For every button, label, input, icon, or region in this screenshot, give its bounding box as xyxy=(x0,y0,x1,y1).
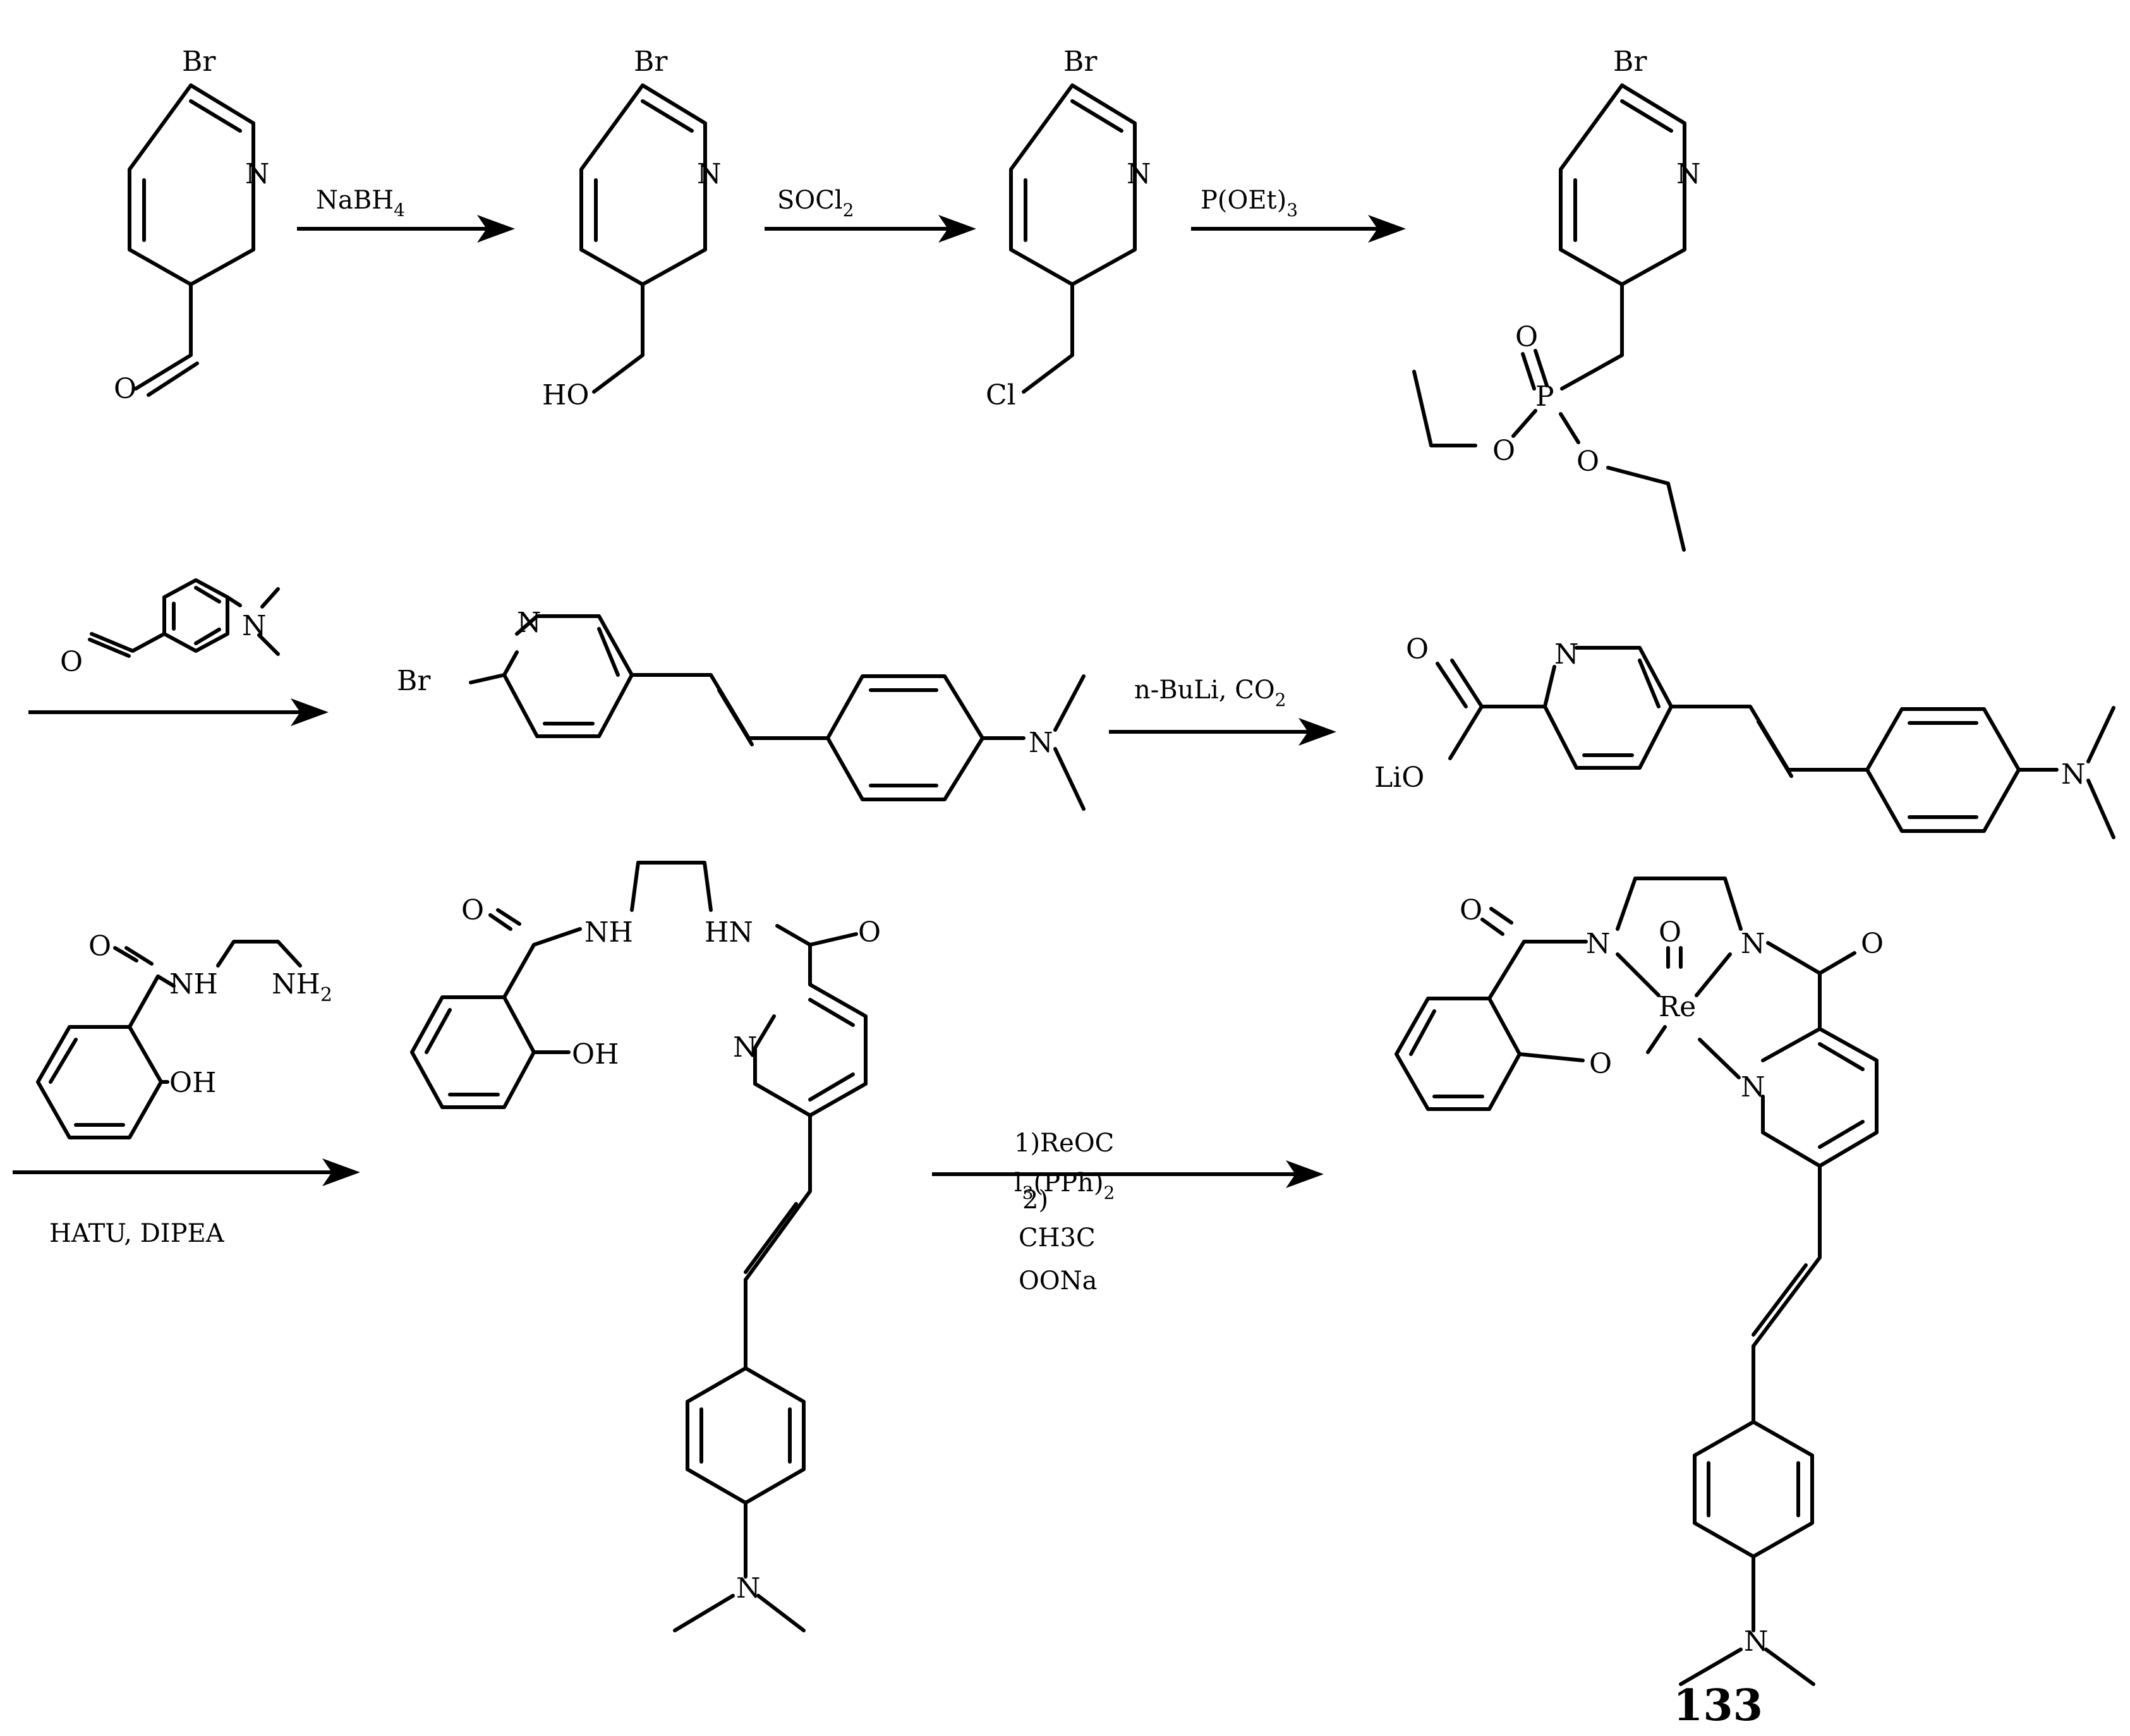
atom-p-4: P xyxy=(1535,380,1554,413)
reagent-step7-line1: 1)ReOC xyxy=(1014,1129,1114,1158)
atom-nh-7: NH xyxy=(584,916,633,949)
atom-br-5: Br xyxy=(397,665,431,697)
atom-o-1: O xyxy=(114,373,136,405)
compound-number-133: 133 xyxy=(1673,1680,1763,1731)
atom-br-2: Br xyxy=(634,46,668,78)
atom-o-8a: O xyxy=(1460,894,1482,926)
atom-n-5: N xyxy=(517,607,542,639)
compound-bromo-aldehyde: Br N O xyxy=(114,46,270,405)
reagent-step7-line2: l3(PPh)2 xyxy=(1014,1168,1115,1203)
arrow-step-5: n-BuLi, CO2 xyxy=(1109,676,1336,746)
compound-bromo-phosphonate: Br N O P O O xyxy=(1412,46,1701,552)
arrow-step-4 xyxy=(28,698,329,726)
atom-n-1: N xyxy=(245,158,270,190)
compound-bromo-alcohol: Br N HO xyxy=(542,46,722,411)
atom-nh-r2: NH xyxy=(169,968,218,1000)
atom-lio-6: LiO xyxy=(1374,762,1424,794)
atom-o-8d: O xyxy=(1589,1048,1612,1080)
arrow-step-3: P(OEt)3 xyxy=(1191,186,1406,243)
atom-hn-7: HN xyxy=(705,916,753,949)
reagent-dimethylaminobenzaldehyde: O N xyxy=(60,578,280,678)
atom-oh-7: OH xyxy=(572,1038,619,1071)
atom-n-2: N xyxy=(697,158,722,190)
atom-n-8c: N xyxy=(1741,1071,1765,1103)
atom-br-3: Br xyxy=(1063,46,1098,78)
compound-bisamide-ligand: O NH HN O OH N N xyxy=(410,861,881,1632)
arrow-step-2: SOCl2 xyxy=(765,186,976,243)
atom-o-7a: O xyxy=(461,894,484,926)
atom-o-7b: O xyxy=(858,916,881,949)
atom-oh-r2: OH xyxy=(169,1067,216,1099)
atom-n-7b: N xyxy=(736,1572,761,1605)
reagent-hatu-dipea: HATU, DIPEA xyxy=(49,1219,225,1248)
atom-o-6: O xyxy=(1406,633,1429,665)
compound-rhenium-complex: O N O N O Re O N N xyxy=(1395,877,1884,1686)
compound-bromo-chloride: Br N Cl xyxy=(986,46,1151,411)
atom-n-6: N xyxy=(1554,638,1579,671)
atom-nh2-r2: NH2 xyxy=(272,968,332,1006)
atom-o-4a: O xyxy=(1515,321,1538,353)
arrow-step-6: HATU, DIPEA xyxy=(13,1158,360,1248)
atom-n-5b: N xyxy=(1029,727,1053,759)
reagent-nabh4: NaBH4 xyxy=(316,186,405,221)
atom-ho-2: HO xyxy=(542,379,589,411)
atom-re-8: Re xyxy=(1659,991,1696,1023)
arrow-step-7: 1)ReOC l3(PPh)2 2) CH3C OONa xyxy=(932,1129,1324,1296)
atom-n-8a: N xyxy=(1586,928,1611,960)
atom-n-r1: N xyxy=(242,610,267,642)
atom-o-4b: O xyxy=(1492,435,1515,467)
atom-br-4: Br xyxy=(1613,46,1647,78)
atom-n-8b: N xyxy=(1741,928,1765,960)
atom-br-1: Br xyxy=(182,46,216,78)
atom-n-7: N xyxy=(733,1031,758,1064)
atom-o-r1: O xyxy=(60,646,83,678)
reagent-socl2: SOCl2 xyxy=(777,186,854,221)
compound-bromo-stilbene: N Br N xyxy=(397,607,1086,811)
reagent-step7-line3: CH3C xyxy=(1019,1223,1096,1253)
reagent-step7-line4: OONa xyxy=(1019,1266,1097,1296)
atom-o-4c: O xyxy=(1576,446,1599,478)
atom-n-6b: N xyxy=(2061,758,2086,791)
atom-n-3: N xyxy=(1127,158,1151,190)
arrow-step-1: NaBH4 xyxy=(297,186,515,243)
atom-n-4: N xyxy=(1676,158,1701,190)
reagent-step7-line2b: 2) xyxy=(1022,1186,1048,1215)
atom-n-8d: N xyxy=(1744,1625,1769,1658)
atom-o-r2: O xyxy=(88,930,111,962)
compound-lithium-picolinate: O N LiO N xyxy=(1374,633,2115,839)
reagent-salicylamide-amine: O NH NH2 OH xyxy=(36,930,332,1139)
atom-o-8b: O xyxy=(1659,916,1681,949)
reagent-nbuli-co2: n-BuLi, CO2 xyxy=(1134,676,1286,710)
reagent-poet3: P(OEt)3 xyxy=(1201,186,1298,221)
atom-cl-3: Cl xyxy=(986,379,1016,411)
atom-o-8c: O xyxy=(1861,928,1884,960)
